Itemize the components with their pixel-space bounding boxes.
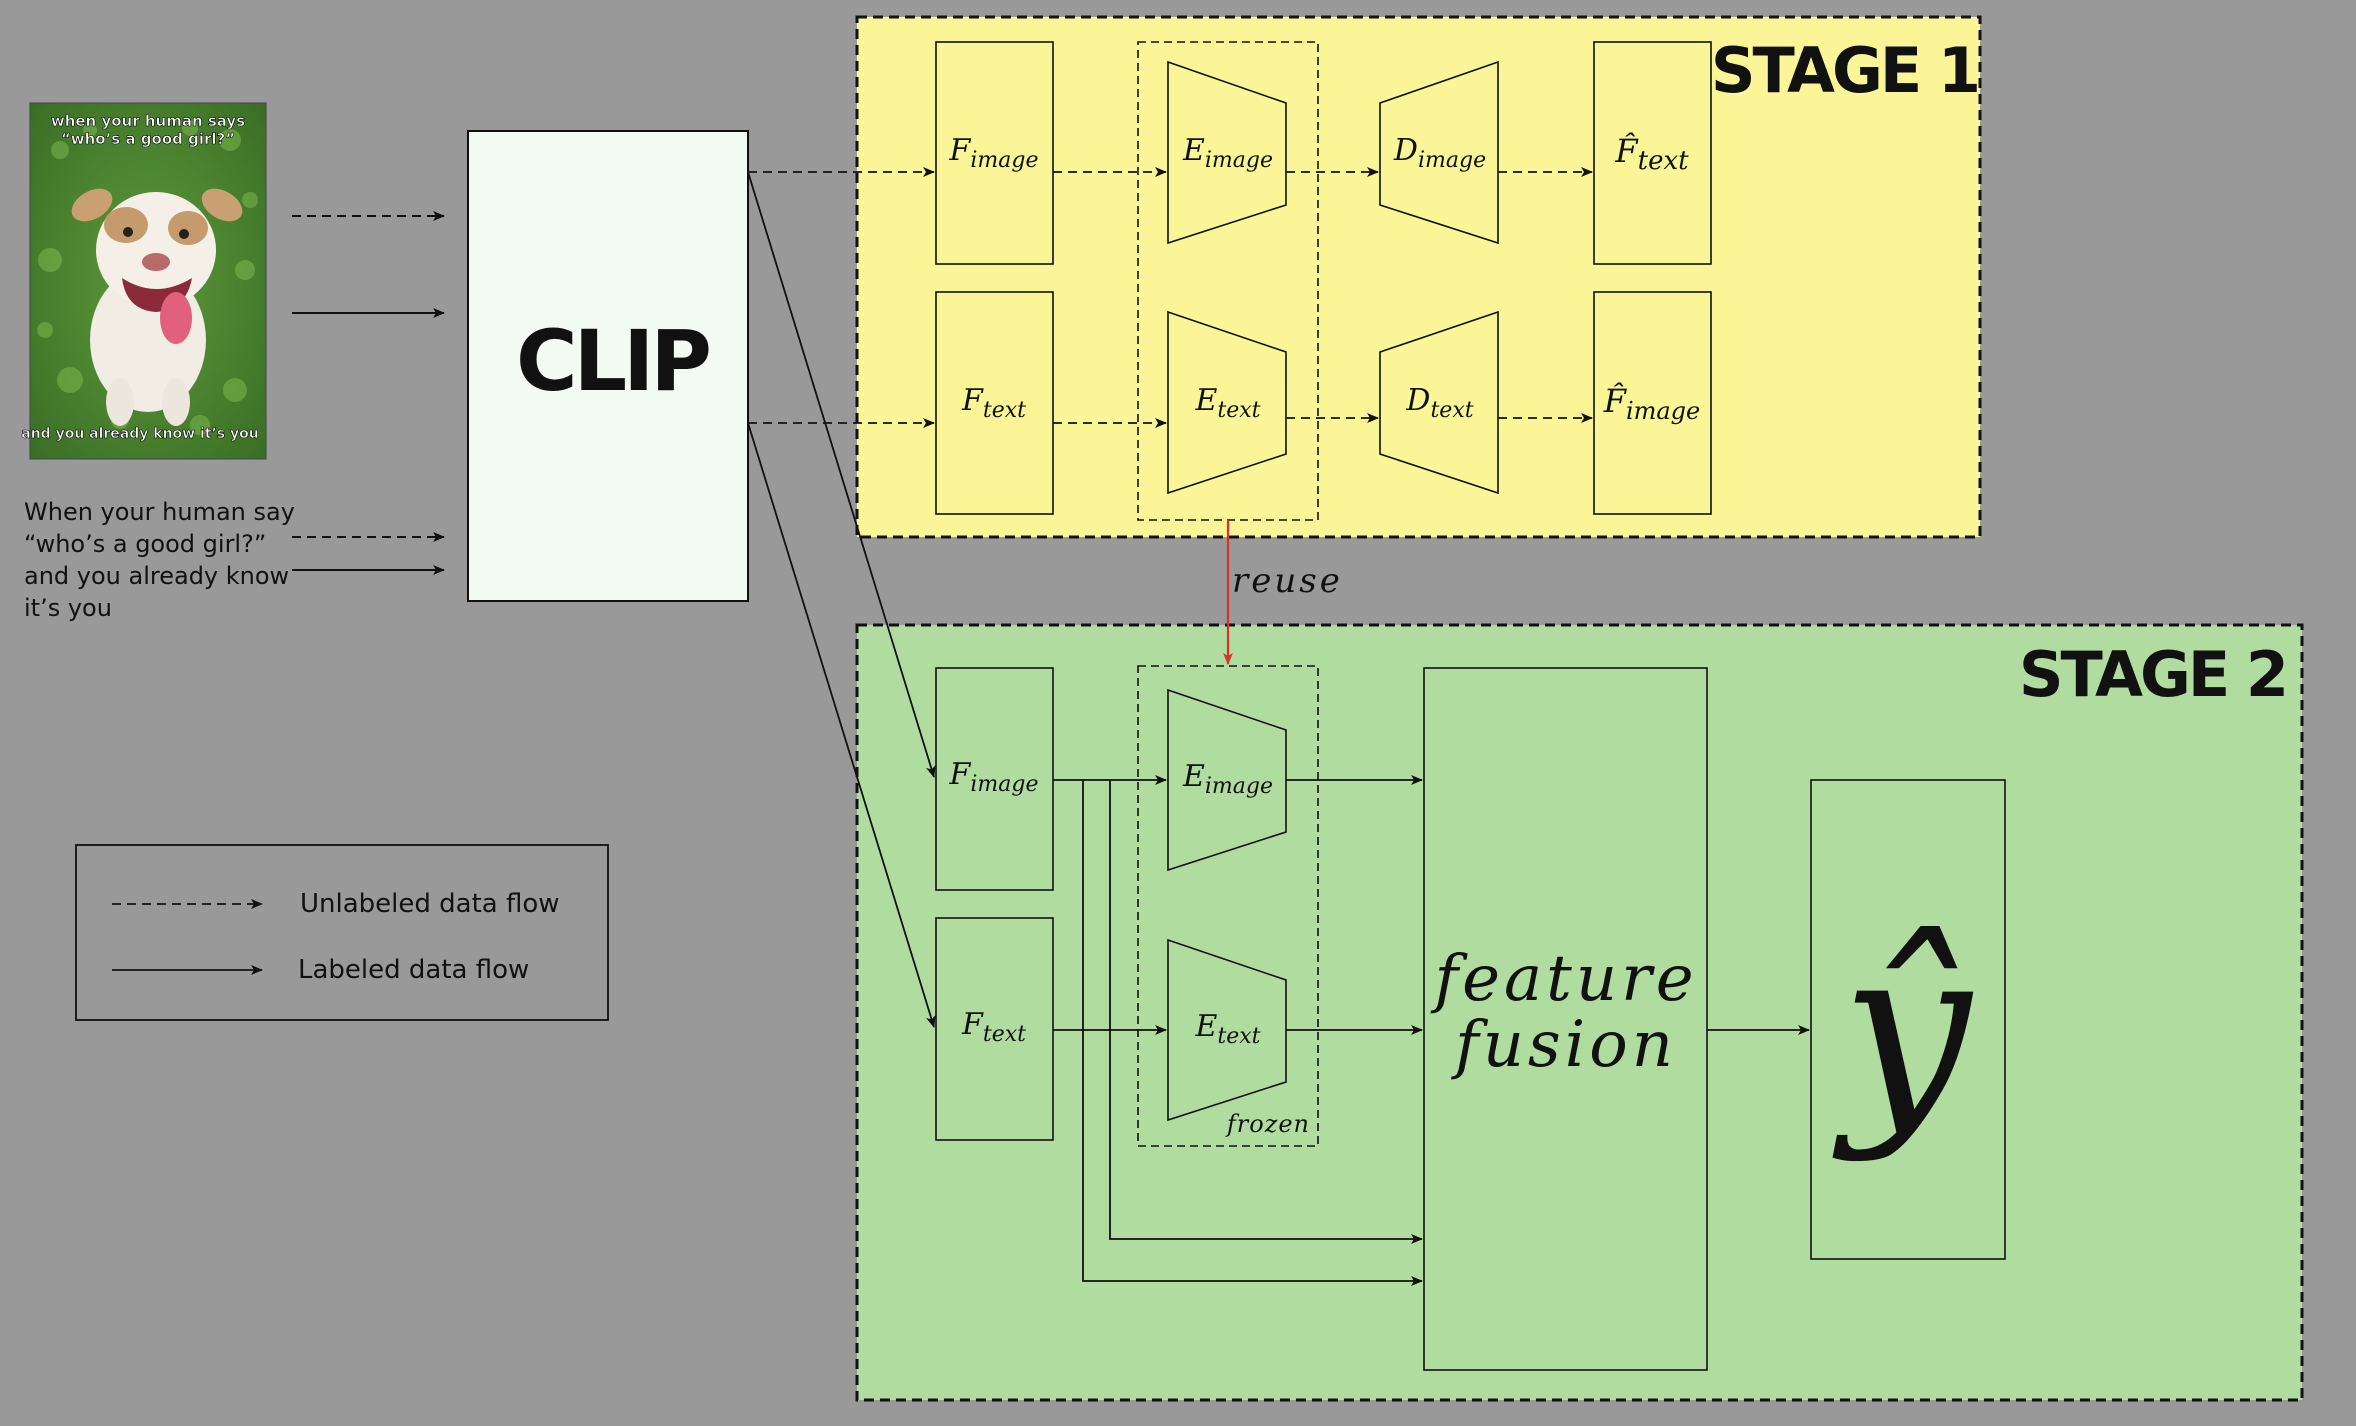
frozen-label: frozen [1225,1110,1310,1138]
caption-line-4: it’s you [24,594,112,622]
legend: Unlabeled data flow Labeled data flow [76,845,608,1020]
stage1-fhat-text-sub: text [1638,146,1689,176]
stage1-f-text-main: F [961,383,984,418]
meme-image: when your human says “who’s a good girl?… [21,103,266,459]
caption-line-1: When your human say [24,498,295,526]
legend-labeled-text: Labeled data flow [298,955,529,985]
stage1-d-image-sub: image [1418,148,1486,173]
stage2-panel: STAGE 2 frozen Fimage Ftext Eimage Etext… [857,625,2302,1400]
clip-block: CLIP [468,131,748,601]
caption-text: When your human say “who’s a good girl?”… [24,498,295,622]
feature-fusion-line-1: feature [1430,942,1697,1016]
legend-unlabeled-text: Unlabeled data flow [300,889,560,919]
stage1-f-text-sub: text [983,398,1026,423]
meme-bottom-text: and you already know it’s you [21,426,258,442]
stage1-title: STAGE 1 [1711,34,1978,107]
stage2-e-image-sub: image [1205,774,1273,799]
stage1-f-image-sub: image [970,148,1038,173]
output-label: ŷ [1832,898,1974,1165]
stage1-e-image-main: E [1182,133,1205,168]
stage1-d-image-main: D [1393,133,1418,168]
stage1-d-text-sub: text [1430,398,1473,423]
reuse-label: reuse [1232,561,1343,601]
stage2-e-text-main: E [1194,1009,1217,1044]
stage1-fhat-text-main: F̂ [1614,132,1639,170]
stage1-fhat-image-main: F̂ [1603,382,1628,420]
input-arrows [292,216,444,570]
feature-fusion-line-2: fusion [1451,1008,1677,1082]
stage1-fhat-image-sub: image [1626,397,1700,425]
stage1-f-image-main: F [949,133,972,168]
legend-box [76,845,608,1020]
stage2-f-text-sub: text [983,1022,1026,1047]
meme-top-text-2: “who’s a good girl?” [61,130,235,148]
stage1-panel: STAGE 1 Fimage Ftext Eimage Etext Dimage… [857,17,1980,537]
clip-label: CLIP [516,312,709,410]
stage1-d-text-main: D [1405,383,1430,418]
stage2-f-image-main: F [949,757,972,792]
caption-line-2: “who’s a good girl?” [24,530,266,558]
stage2-f-image-sub: image [970,772,1038,797]
stage2-e-image-main: E [1182,759,1205,794]
caption-line-3: and you already know [24,562,289,590]
stage2-e-text-sub: text [1217,1024,1260,1049]
stage2-title: STAGE 2 [2019,638,2286,711]
stage1-e-text-main: E [1194,383,1217,418]
meme-top-text-1: when your human says [51,112,245,130]
stage1-e-text-sub: text [1217,398,1260,423]
stage2-f-text-main: F [961,1007,984,1042]
stage1-e-image-sub: image [1205,148,1273,173]
